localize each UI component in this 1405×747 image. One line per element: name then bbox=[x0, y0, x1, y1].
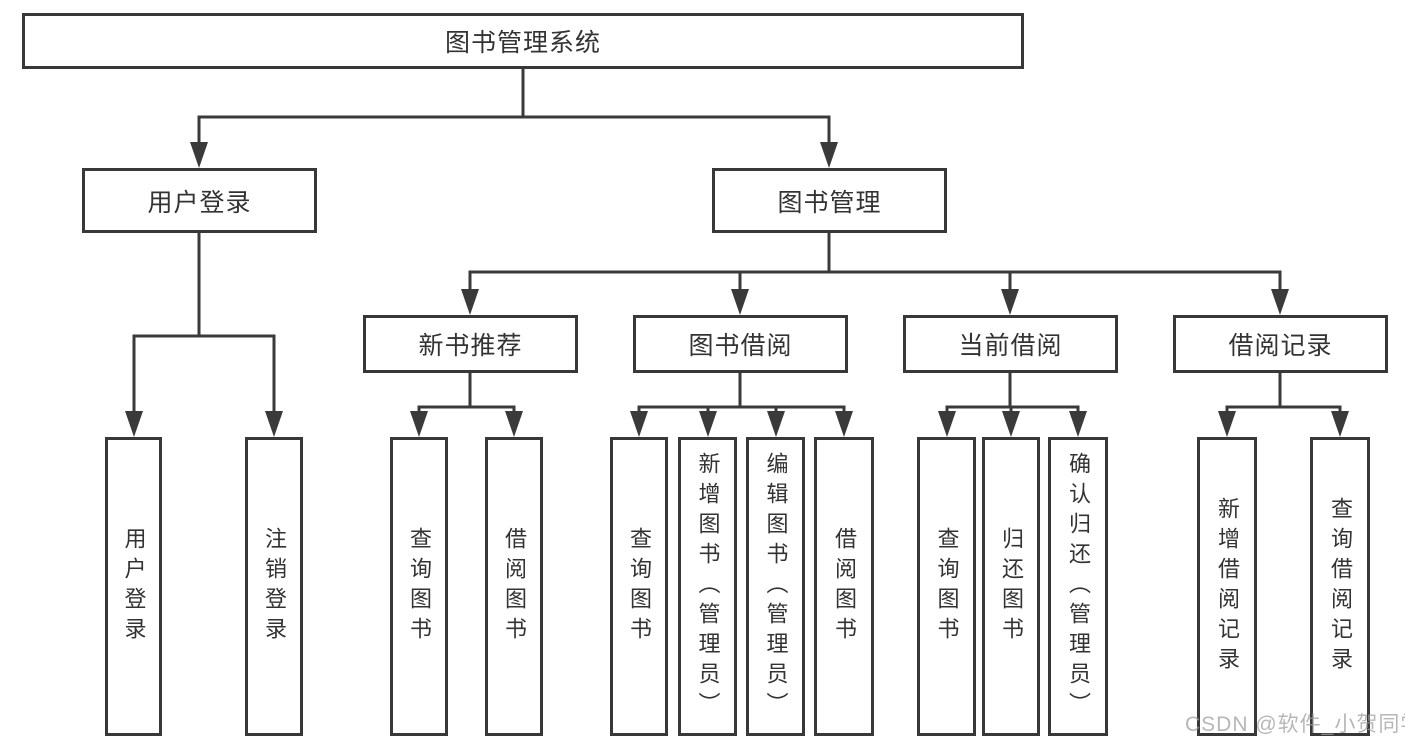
connector-newbooks-to-leaves bbox=[410, 371, 523, 437]
arrowhead bbox=[630, 411, 648, 437]
leaf-borrowing-edit-admin: 编辑图书（管理员） bbox=[746, 437, 805, 736]
arrowhead bbox=[820, 142, 838, 168]
leaf-logout-label: 注销登录 bbox=[262, 526, 287, 647]
leaf-current-return-label: 归还图书 bbox=[999, 526, 1024, 647]
node-current-borrowing: 当前借阅 bbox=[903, 315, 1118, 373]
connector-borrowing-to-leaves bbox=[630, 371, 853, 437]
leaf-newbooks-borrow-label: 借阅图书 bbox=[502, 526, 527, 647]
connector-root-to-level2 bbox=[190, 67, 838, 168]
leaf-newbooks-query: 查询图书 bbox=[390, 437, 448, 736]
leaf-logout: 注销登录 bbox=[245, 437, 303, 736]
leaf-current-query: 查询图书 bbox=[917, 437, 976, 736]
leaf-current-query-label: 查询图书 bbox=[934, 526, 960, 647]
leaf-records-query: 查询借阅记录 bbox=[1310, 437, 1370, 736]
arrowhead bbox=[1069, 411, 1087, 437]
arrowhead bbox=[731, 289, 749, 315]
connector-books-to-sections bbox=[461, 231, 1289, 315]
node-user-login: 用户登录 bbox=[82, 168, 317, 233]
arrowhead bbox=[265, 411, 283, 437]
leaf-borrowing-add-admin-label: 新增图书（管理员） bbox=[695, 451, 721, 722]
leaf-borrowing-query: 查询图书 bbox=[610, 437, 668, 736]
leaf-newbooks-query-label: 查询图书 bbox=[407, 526, 432, 647]
leaf-records-add: 新增借阅记录 bbox=[1197, 437, 1257, 736]
arrowhead bbox=[1001, 289, 1019, 315]
connector-user-to-leaves bbox=[125, 231, 283, 437]
leaf-borrowing-add-admin: 新增图书（管理员） bbox=[678, 437, 737, 736]
arrowhead bbox=[1331, 411, 1349, 437]
leaf-user-login: 用户登录 bbox=[105, 437, 162, 736]
leaf-borrowing-borrow: 借阅图书 bbox=[814, 437, 874, 736]
leaf-user-login-label: 用户登录 bbox=[121, 526, 147, 647]
arrowhead bbox=[1002, 411, 1020, 437]
node-book-borrowing: 图书借阅 bbox=[633, 315, 848, 373]
leaf-borrowing-borrow-label: 借阅图书 bbox=[832, 526, 857, 647]
leaf-borrowing-query-label: 查询图书 bbox=[627, 526, 652, 647]
arrowhead bbox=[461, 289, 479, 315]
leaf-records-query-label: 查询借阅记录 bbox=[1328, 496, 1353, 677]
arrowhead bbox=[835, 411, 853, 437]
node-root: 图书管理系统 bbox=[22, 13, 1024, 69]
leaf-current-confirm-return-admin: 确认归还（管理员） bbox=[1048, 437, 1108, 736]
csdn-watermark: CSDN @软件_小贺同学 bbox=[1185, 713, 1405, 736]
node-borrowing-records: 借阅记录 bbox=[1173, 315, 1388, 373]
connector-current-to-leaves bbox=[938, 371, 1087, 437]
arrowhead bbox=[410, 411, 428, 437]
leaf-borrowing-edit-admin-label: 编辑图书（管理员） bbox=[763, 451, 789, 722]
leaf-records-add-label: 新增借阅记录 bbox=[1215, 496, 1240, 677]
arrowhead bbox=[1271, 289, 1289, 315]
arrowhead bbox=[190, 142, 208, 168]
node-book-management: 图书管理 bbox=[712, 168, 947, 233]
arrowhead bbox=[1218, 411, 1236, 437]
leaf-newbooks-borrow: 借阅图书 bbox=[485, 437, 543, 736]
arrowhead bbox=[699, 411, 717, 437]
arrowhead bbox=[938, 411, 956, 437]
node-new-book-recommendation: 新书推荐 bbox=[363, 315, 578, 373]
leaf-current-confirm-return-admin-label: 确认归还（管理员） bbox=[1066, 451, 1091, 722]
connector-records-to-leaves bbox=[1218, 371, 1349, 437]
arrowhead bbox=[125, 411, 143, 437]
leaf-current-return: 归还图书 bbox=[982, 437, 1040, 736]
arrowhead bbox=[767, 411, 785, 437]
arrowhead bbox=[505, 411, 523, 437]
